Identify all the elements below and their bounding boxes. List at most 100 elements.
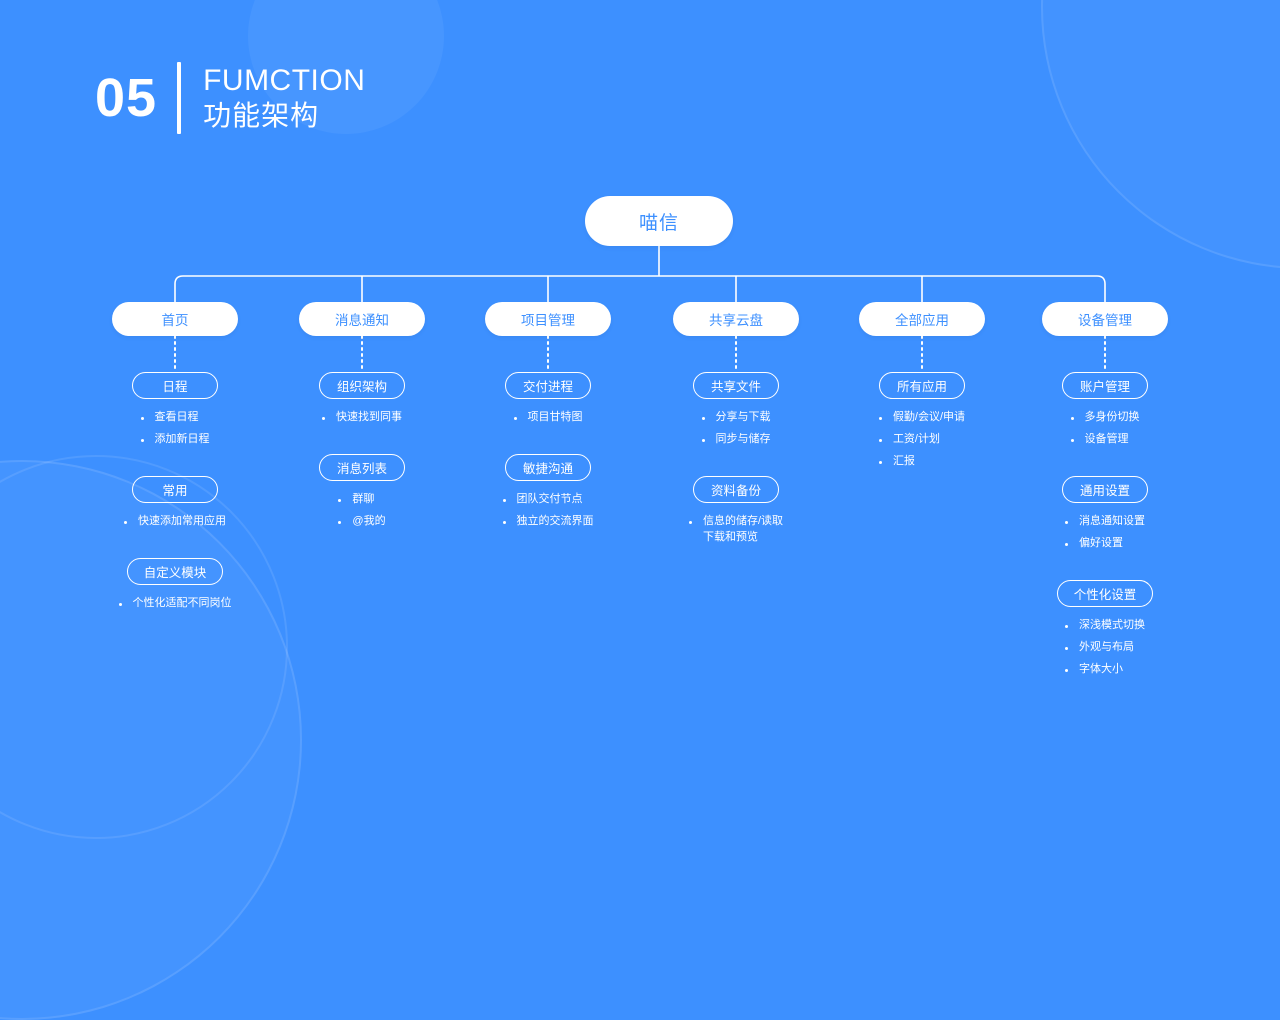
list-item: 偏好设置 — [1065, 536, 1145, 552]
secondary-node[interactable]: 所有应用 — [879, 372, 965, 399]
secondary-node[interactable]: 账户管理 — [1062, 372, 1148, 399]
sub-node-group: 个性化设置深浅模式切换外观与布局字体大小 — [1005, 579, 1205, 684]
bullet-dot-icon — [701, 417, 705, 420]
primary-node-label: 全部应用 — [895, 313, 949, 328]
list-item-label: 字体大小 — [1079, 662, 1123, 675]
bullet-dot-icon — [878, 438, 882, 442]
chart-column: 共享云盘共享文件分享与下载同步与储存资料备份信息的储存/读取 下载和预览 — [636, 302, 836, 552]
secondary-node-label: 资料备份 — [710, 483, 761, 498]
secondary-node[interactable]: 通用设置 — [1062, 475, 1148, 503]
list-item-label: 个性化适配不同岗位 — [132, 596, 232, 609]
list-item-label: @我的 — [352, 514, 386, 527]
list-item: 快速添加常用应用 — [124, 514, 226, 530]
primary-node-label: 共享云盘 — [709, 313, 763, 328]
list-item-label: 添加新日程 — [154, 432, 210, 445]
feature-list: 深浅模式切换外观与布局字体大小 — [1065, 618, 1145, 684]
secondary-node[interactable]: 共享文件 — [693, 372, 779, 399]
primary-node-label: 项目管理 — [521, 313, 575, 328]
feature-list: 消息通知设置偏好设置 — [1065, 514, 1145, 558]
bullet-dot-icon — [1070, 417, 1074, 420]
sub-node-group: 交付进程项目甘特图 — [448, 372, 648, 432]
list-item-label: 项目甘特图 — [527, 411, 583, 423]
header-divider — [177, 62, 182, 134]
secondary-node[interactable]: 个性化设置 — [1056, 579, 1154, 607]
chart-column: 项目管理交付进程项目甘特图敏捷沟通团队交付节点独立的交流界面 — [448, 302, 648, 536]
list-item: 汇报 — [878, 454, 965, 470]
bullet-dot-icon — [1065, 646, 1068, 650]
secondary-node-label: 交付进程 — [522, 380, 573, 394]
list-item: 深浅模式切换 — [1065, 618, 1145, 634]
feature-list: 假勤/会议/申请工资/计划汇报 — [878, 410, 966, 476]
secondary-node[interactable]: 交付进程 — [505, 372, 591, 399]
bullet-dot-icon — [688, 520, 692, 524]
bullet-dot-icon — [140, 417, 144, 420]
list-item-label: 消息通知设置 — [1079, 514, 1145, 527]
secondary-node-label: 通用设置 — [1079, 483, 1130, 498]
bullet-dot-icon — [1070, 438, 1074, 442]
list-item: 工资/计划 — [878, 432, 965, 448]
sub-node-group: 常用快速添加常用应用 — [75, 475, 275, 536]
list-item-label: 快速添加常用应用 — [138, 514, 226, 527]
list-item-label: 假勤/会议/申请 — [892, 411, 966, 423]
list-item-label: 分享与下载 — [715, 411, 771, 423]
bullet-dot-icon — [502, 520, 506, 524]
list-item-label: 外观与布局 — [1079, 640, 1134, 653]
primary-node-label: 首页 — [161, 313, 189, 328]
secondary-node[interactable]: 消息列表 — [319, 453, 405, 481]
feature-list: 分享与下载同步与储存 — [701, 410, 771, 454]
sub-node-group: 所有应用假勤/会议/申请工资/计划汇报 — [822, 372, 1022, 476]
bullet-dot-icon — [124, 520, 127, 524]
secondary-node[interactable]: 组织架构 — [319, 372, 405, 399]
sub-node-group: 通用设置消息通知设置偏好设置 — [1005, 475, 1205, 558]
secondary-node[interactable]: 自定义模块 — [126, 557, 224, 585]
org-chart: 喵信 首页日程查看日程添加新日程常用快速添加常用应用自定义模块个性化适配不同岗位… — [75, 196, 1205, 684]
list-item-label: 多身份切换 — [1084, 411, 1140, 423]
secondary-node-label: 常用 — [162, 483, 188, 498]
secondary-node-label: 自定义模块 — [143, 565, 207, 580]
root-node[interactable]: 喵信 — [585, 196, 733, 246]
feature-list: 群聊 @我的 — [338, 492, 386, 536]
secondary-node-label: 敏捷沟通 — [522, 461, 573, 476]
primary-node-label: 设备管理 — [1078, 313, 1132, 328]
sub-node-group: 资料备份信息的储存/读取 下载和预览 — [636, 475, 836, 552]
secondary-node[interactable]: 敏捷沟通 — [505, 453, 591, 481]
list-item-label: 快速找到同事 — [336, 411, 402, 423]
list-item: 个性化适配不同岗位 — [118, 596, 232, 612]
chart-column: 设备管理账户管理多身份切换设备管理通用设置消息通知设置偏好设置个性化设置深浅模式… — [1005, 302, 1205, 684]
bullet-dot-icon — [1065, 520, 1068, 524]
list-item-label: 群聊 — [352, 492, 375, 505]
bullet-dot-icon — [118, 602, 122, 606]
list-item: @我的 — [338, 514, 386, 530]
list-item-label: 偏好设置 — [1079, 536, 1123, 549]
primary-node[interactable]: 全部应用 — [859, 302, 985, 336]
primary-node[interactable]: 共享云盘 — [673, 302, 799, 336]
sub-node-group: 共享文件分享与下载同步与储存 — [636, 372, 836, 454]
secondary-node[interactable]: 资料备份 — [693, 475, 779, 503]
bullet-dot-icon — [878, 460, 882, 464]
chart-column: 首页日程查看日程添加新日程常用快速添加常用应用自定义模块个性化适配不同岗位 — [75, 302, 275, 618]
secondary-node-label: 组织架构 — [336, 380, 387, 394]
list-item: 群聊 — [338, 492, 385, 508]
primary-node[interactable]: 项目管理 — [485, 302, 611, 336]
branch-bus-line — [174, 275, 1106, 302]
list-item: 字体大小 — [1065, 662, 1145, 678]
list-item-label: 汇报 — [892, 454, 915, 467]
primary-node-label: 消息通知 — [335, 313, 389, 328]
list-item: 消息通知设置 — [1065, 514, 1145, 530]
list-item: 快速找到同事 — [322, 410, 402, 426]
primary-node[interactable]: 设备管理 — [1042, 302, 1168, 336]
bullet-dot-icon — [502, 498, 506, 502]
secondary-node-label: 所有应用 — [896, 380, 947, 394]
feature-list: 项目甘特图 — [513, 410, 583, 432]
bullet-dot-icon — [338, 520, 342, 524]
bullet-dot-icon — [338, 498, 342, 502]
header-titles: FUMCTION 功能架构 — [203, 63, 365, 133]
primary-node[interactable]: 消息通知 — [299, 302, 425, 336]
list-item: 团队交付节点 — [502, 492, 594, 508]
bullet-dot-icon — [513, 417, 517, 420]
feature-list: 多身份切换设备管理 — [1070, 410, 1140, 454]
secondary-node[interactable]: 日程 — [132, 372, 218, 399]
primary-node[interactable]: 首页 — [112, 302, 238, 336]
list-item-label: 查看日程 — [154, 411, 199, 423]
secondary-node[interactable]: 常用 — [132, 475, 218, 503]
